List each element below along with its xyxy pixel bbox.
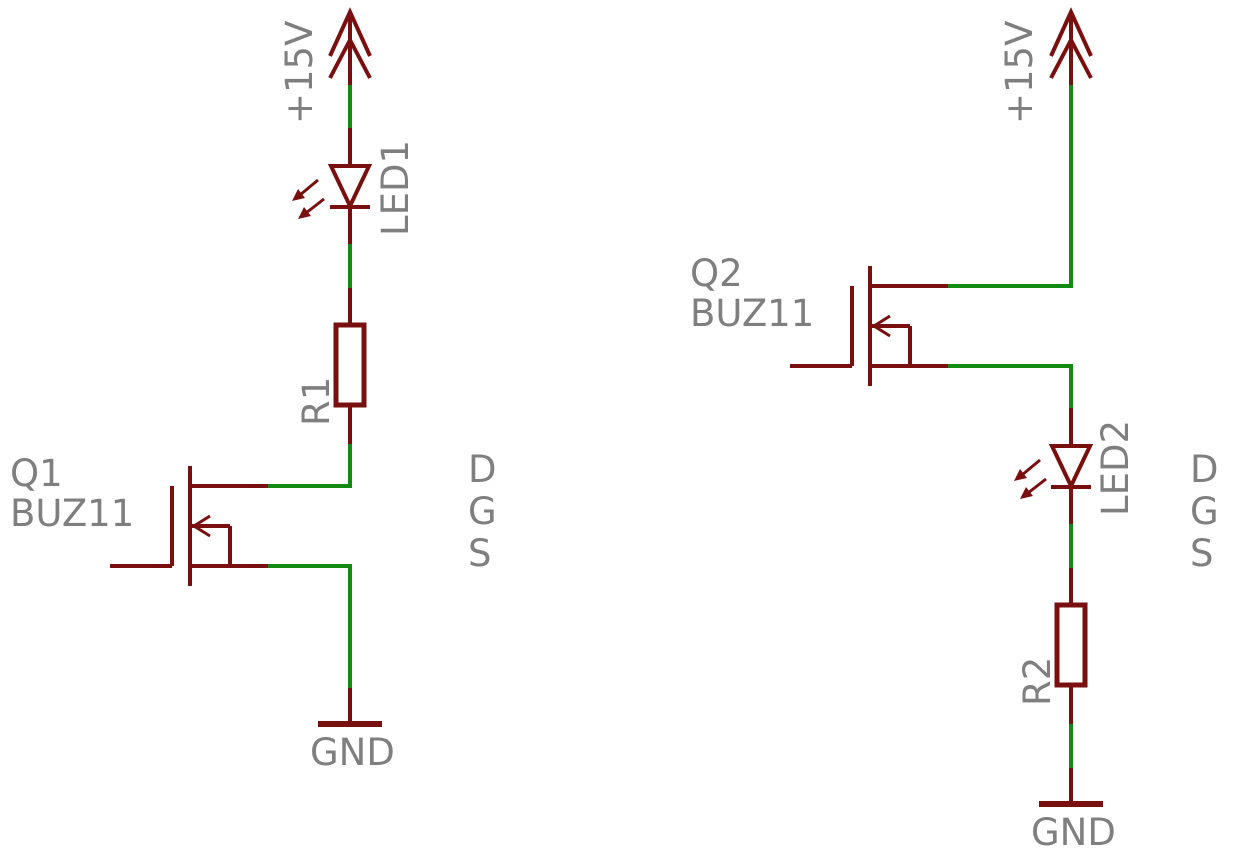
supply-label-left: +15V [278, 21, 321, 124]
resistor-icon [1054, 568, 1088, 724]
circuit-right: +15V Q2 BUZ11 [690, 7, 1219, 852]
pin-label-d-left: D [468, 448, 497, 491]
transistor-name-left: Q1 [10, 452, 63, 495]
wire-supply-to-drain-right [948, 85, 1073, 288]
ground-label-left: GND [310, 731, 395, 774]
pin-label-s-right: S [1190, 532, 1214, 575]
ground-label-right: GND [1031, 811, 1116, 852]
transistor-value-right: BUZ11 [690, 292, 814, 335]
pin-label-d-right: D [1190, 448, 1219, 491]
pin-label-s-left: S [468, 532, 492, 575]
resistor-label-left: R1 [295, 377, 338, 426]
led-label-left: LED1 [374, 140, 417, 236]
ground-icon [318, 688, 382, 727]
transistor-value-left: BUZ11 [10, 492, 134, 535]
led-icon [1014, 408, 1094, 524]
mosfet-icon [110, 466, 268, 586]
led-label-right: LED2 [1094, 420, 1137, 516]
resistor-label-right: R2 [1016, 657, 1059, 706]
supply-label-right: +15V [998, 21, 1041, 124]
circuit-left: +15V LED1 R1 [10, 7, 497, 774]
wire-source-to-led-right [948, 364, 1073, 408]
ground-icon [1039, 768, 1103, 807]
wire-source-to-ground-left [268, 564, 352, 688]
mosfet-icon [790, 266, 948, 386]
led-icon [292, 128, 373, 244]
wire-resistor-to-drain-left [268, 444, 352, 488]
pin-label-g-left: G [468, 490, 497, 533]
transistor-name-right: Q2 [690, 252, 743, 295]
supply-arrow-icon [1049, 7, 1093, 85]
resistor-icon [333, 288, 367, 444]
supply-arrow-icon [328, 7, 372, 85]
pin-label-g-right: G [1190, 490, 1219, 533]
